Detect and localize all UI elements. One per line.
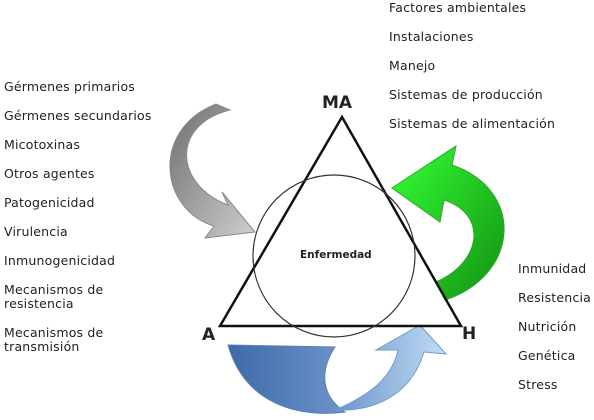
host-factor-item: Nutrición	[518, 319, 577, 334]
agent-factor-item: Otros agentes	[4, 166, 95, 181]
vertex-h-label: H	[462, 324, 477, 344]
disease-triangle	[217, 114, 464, 328]
agent-factor-item: Mecanismos de resistencia	[4, 282, 104, 311]
blue-curved-arrow-right	[334, 324, 448, 411]
host-factor-item: Stress	[518, 377, 558, 392]
agent-factor-item: Patogenicidad	[4, 195, 95, 210]
environment-factor-item: Manejo	[389, 58, 436, 73]
center-label: Enfermedad	[300, 249, 372, 261]
environment-factor-item: Instalaciones	[389, 29, 474, 44]
host-factor-item: Resistencia	[518, 290, 592, 305]
host-factor-item: Genética	[518, 348, 576, 363]
disease-circle	[252, 174, 416, 338]
agent-factor-item: Gérmenes secundarios	[4, 108, 152, 123]
agent-factor-item: Virulencia	[4, 224, 68, 239]
agent-factor-item: Micotoxinas	[4, 137, 81, 152]
blue-curved-arrow-left	[227, 344, 347, 414]
agent-factor-item: Inmunogenicidad	[4, 253, 116, 268]
host-factor-item: Inmunidad	[518, 261, 587, 276]
environment-factor-item: Sistemas de producción	[389, 87, 543, 102]
gray-curved-arrow	[169, 103, 256, 239]
environment-factor-item: Factores ambientales	[389, 0, 527, 15]
environment-factor-item: Sistemas de alimentación	[389, 116, 556, 131]
agent-factor-item: Gérmenes primarios	[4, 79, 136, 94]
vertex-ma-label: MA	[322, 93, 353, 113]
agent-factor-item: Mecanismos de transmisión	[4, 325, 104, 354]
vertex-a-label: A	[202, 325, 216, 345]
green-curved-arrow	[391, 144, 505, 301]
